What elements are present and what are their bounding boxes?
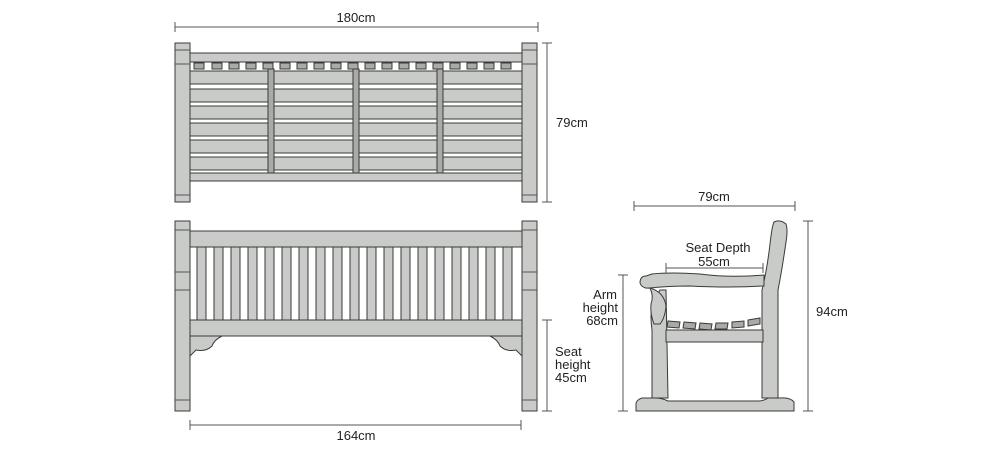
seat-height-label-line3: 45cm bbox=[555, 370, 587, 385]
seat-depth-label-line2: 55cm bbox=[698, 254, 730, 269]
side-seat-frame bbox=[665, 329, 764, 343]
arm-height-label-line1: Arm bbox=[593, 287, 617, 302]
top-cross-support bbox=[436, 68, 444, 174]
seat-depth-label-line1: Seat Depth bbox=[685, 240, 750, 255]
top-depth-label: 79cm bbox=[556, 115, 588, 130]
seat-height-label-line1: Seat bbox=[555, 344, 582, 359]
side-back-leg bbox=[761, 220, 788, 399]
top-cross-support bbox=[267, 68, 275, 174]
top-width-label: 180cm bbox=[336, 10, 375, 25]
front-left-leg bbox=[174, 220, 191, 412]
front-right-leg bbox=[521, 220, 538, 412]
front-left-bracket bbox=[189, 335, 223, 358]
front-view: 164cm Seat height 45cm bbox=[174, 220, 591, 443]
side-view: 79cm Seat Depth 55cm Arm bbox=[583, 189, 848, 412]
top-right-arm bbox=[521, 42, 538, 203]
arm-height-label-line3: 68cm bbox=[586, 313, 618, 328]
side-depth-label: 79cm bbox=[698, 189, 730, 204]
front-inner-width-label: 164cm bbox=[336, 428, 375, 443]
side-arm bbox=[639, 272, 765, 289]
side-seat-slats bbox=[666, 317, 761, 331]
front-seat-rail bbox=[189, 319, 523, 337]
top-view: 180cm bbox=[174, 10, 588, 203]
top-left-arm bbox=[174, 42, 191, 203]
top-back-slat-ends bbox=[193, 62, 512, 70]
side-height-label: 94cm bbox=[816, 304, 848, 319]
top-slat bbox=[189, 172, 523, 182]
side-arm-support bbox=[649, 287, 667, 325]
seat-height-label-line2: height bbox=[555, 357, 591, 372]
front-right-bracket bbox=[489, 335, 523, 358]
front-top-rail bbox=[189, 230, 523, 248]
top-cross-support bbox=[352, 68, 360, 174]
side-base-rail bbox=[635, 397, 795, 412]
arm-height-label-line2: height bbox=[583, 300, 619, 315]
top-slat bbox=[189, 52, 523, 63]
front-back-slats bbox=[196, 246, 513, 321]
